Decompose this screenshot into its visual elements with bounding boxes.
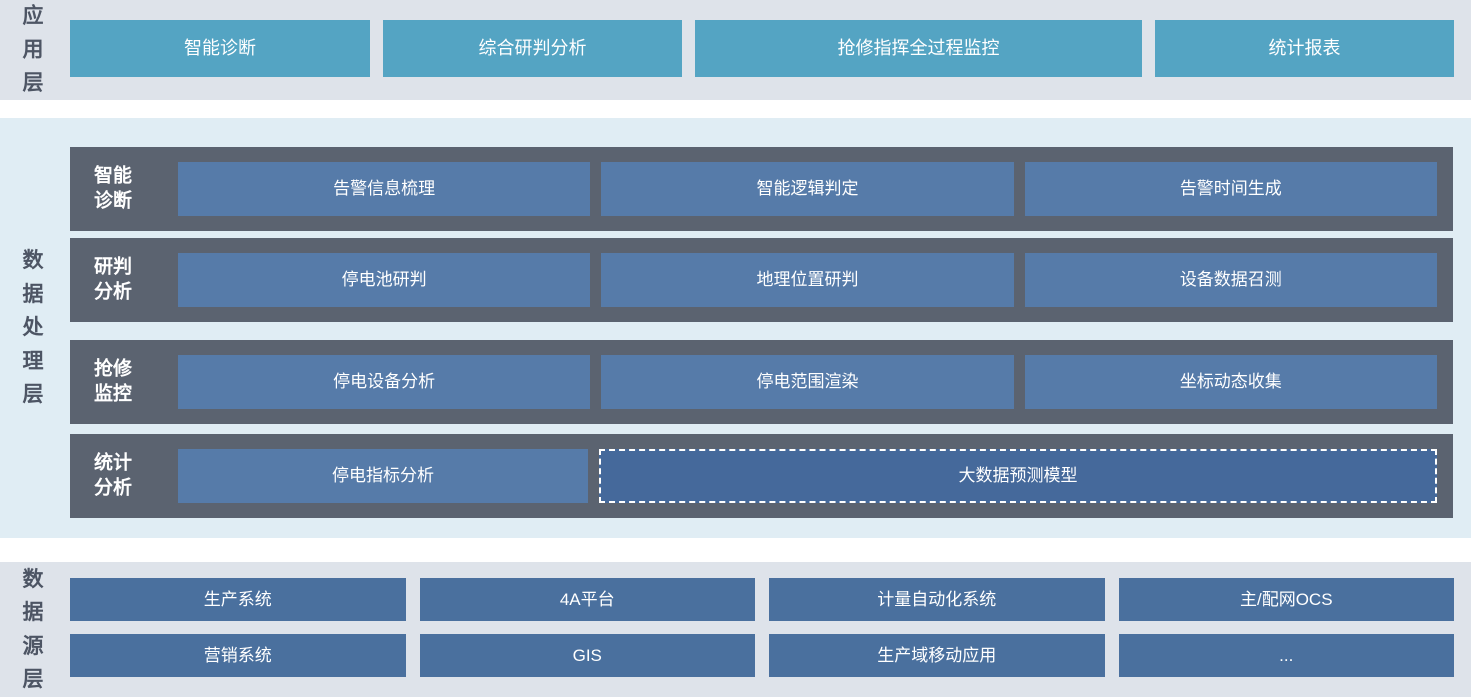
processing-row-label: 研判 分析 [94,256,133,302]
proc-box-outage-battery-judgment: 停电池研判 [178,253,591,307]
proc-box-intelligent-logic-judgment: 智能逻辑判定 [601,162,1014,216]
proc-box-outage-device-analysis: 停电设备分析 [178,355,591,409]
src-box-metering-automation-system: 计量自动化系统 [769,578,1105,621]
proc-box-device-data-reading: 设备数据召测 [1024,253,1437,307]
src-box-ellipsis-more: ... [1118,634,1454,677]
processing-row-label: 统计 分析 [94,452,133,498]
processing-row-boxes: 停电设备分析 停电范围渲染 坐标动态收集 [178,355,1437,409]
app-box-intelligent-diagnosis: 智能诊断 [70,20,370,77]
processing-row-label: 抢修 监控 [94,358,133,404]
proc-box-alarm-time-generation: 告警时间生成 [1024,162,1437,216]
processing-row-judgment-analysis: 研判 分析 停电池研判 地理位置研判 设备数据召测 [70,238,1453,322]
proc-box-geolocation-judgment: 地理位置研判 [601,253,1014,307]
proc-box-coordinate-dynamic-collection: 坐标动态收集 [1024,355,1437,409]
datasource-layer-strip: 数据源层 生产系统 4A平台 计量自动化系统 主/配网OCS 营销系统 GIS … [0,562,1471,697]
app-box-comprehensive-analysis: 综合研判分析 [383,20,682,77]
app-box-statistical-reports: 统计报表 [1155,20,1454,77]
src-box-production-mobile-app: 生产域移动应用 [769,634,1105,677]
processing-row-statistical-analysis: 统计 分析 停电指标分析 大数据预测模型 [70,434,1453,518]
application-buttons-row: 智能诊断 综合研判分析 抢修指挥全过程监控 统计报表 [70,20,1454,77]
src-box-gis: GIS [419,634,755,677]
processing-row-boxes: 告警信息梳理 智能逻辑判定 告警时间生成 [178,162,1437,216]
processing-row-boxes: 停电指标分析 大数据预测模型 [178,449,1437,503]
processing-layer-label: 数据处理层 [22,249,44,407]
app-box-repair-command-monitoring: 抢修指挥全过程监控 [695,20,1142,77]
datasource-layer-label: 数据源层 [22,567,44,692]
application-layer-label: 应用层 [22,4,44,95]
proc-box-outage-range-rendering: 停电范围渲染 [601,355,1014,409]
application-layer-strip: 应用层 智能诊断 综合研判分析 抢修指挥全过程监控 统计报表 [0,0,1471,100]
src-box-marketing-system: 营销系统 [70,634,406,677]
src-box-4a-platform: 4A平台 [419,578,755,621]
processing-row-label: 智能 诊断 [94,165,133,211]
proc-box-outage-index-analysis: 停电指标分析 [178,449,588,503]
datasource-row-1: 生产系统 4A平台 计量自动化系统 主/配网OCS [70,578,1454,621]
proc-box-bigdata-prediction-model: 大数据预测模型 [599,449,1437,503]
proc-box-alarm-info-sorting: 告警信息梳理 [178,162,591,216]
processing-row-boxes: 停电池研判 地理位置研判 设备数据召测 [178,253,1437,307]
src-box-production-system: 生产系统 [70,578,406,621]
processing-row-repair-monitoring: 抢修 监控 停电设备分析 停电范围渲染 坐标动态收集 [70,340,1453,424]
processing-layer-strip: 数据处理层 智能 诊断 告警信息梳理 智能逻辑判定 告警时间生成 研判 分析 停… [0,118,1471,538]
processing-row-intelligent-diagnosis: 智能 诊断 告警信息梳理 智能逻辑判定 告警时间生成 [70,147,1453,231]
datasource-row-2: 营销系统 GIS 生产域移动应用 ... [70,634,1454,677]
src-box-main-distribution-ocs: 主/配网OCS [1118,578,1454,621]
